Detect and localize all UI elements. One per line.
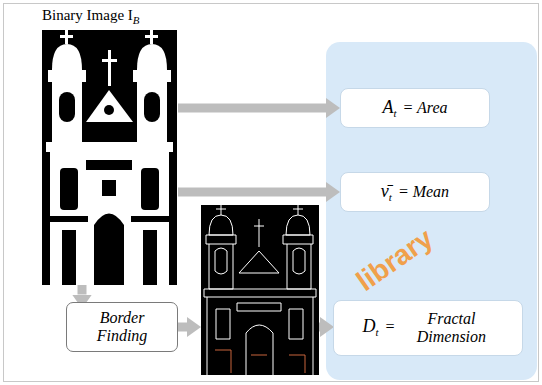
node-text: Binary Image I <box>42 7 133 23</box>
feature-box: Dt = Fractal Dimension <box>333 300 523 356</box>
feature-panel <box>326 42 537 380</box>
text-line: Border Finding <box>91 309 153 345</box>
node-text: = Mean <box>398 183 449 200</box>
edge-highlights <box>215 350 305 373</box>
church-shadows <box>50 92 169 285</box>
subscript: t <box>389 191 392 203</box>
church-silhouette <box>46 30 173 285</box>
watermark: library <box>351 222 439 297</box>
subscript: t <box>393 107 396 119</box>
flow-arrow <box>78 285 87 295</box>
node-text: = <box>385 318 396 335</box>
flow-arrow <box>319 323 320 332</box>
flow-arrow <box>178 188 326 197</box>
edge-outlines <box>204 205 316 375</box>
layout-arrows <box>178 323 320 332</box>
subscript: B <box>133 14 140 26</box>
process-box: Border Finding <box>66 302 178 352</box>
node-text: ν̄ <box>381 181 389 201</box>
node-text: Fractal Dimension <box>409 310 493 346</box>
connector-layer <box>82 108 326 295</box>
text-line: ν̄t = Mean <box>381 181 449 203</box>
text-line: Binary Image IB <box>42 6 139 26</box>
feature-box: At = Area <box>340 88 490 128</box>
image-ground <box>201 205 319 375</box>
node-text: D <box>363 316 376 336</box>
flow-arrow <box>178 104 326 113</box>
image-ground <box>42 30 177 285</box>
outer-frame <box>4 4 539 382</box>
node-text: Border Finding <box>91 309 153 345</box>
edge-image <box>201 205 319 375</box>
binary-image <box>42 30 177 285</box>
text-line: Dt = Fractal Dimension <box>363 310 494 346</box>
feature-box: ν̄t = Mean <box>340 172 490 212</box>
node-text: A <box>382 97 393 117</box>
image-node: Binary Image IB <box>42 6 178 285</box>
text-line: At = Area <box>382 97 447 119</box>
node-text: = Area <box>403 99 448 116</box>
subscript: t <box>376 326 379 338</box>
flow-arrow <box>178 323 187 332</box>
